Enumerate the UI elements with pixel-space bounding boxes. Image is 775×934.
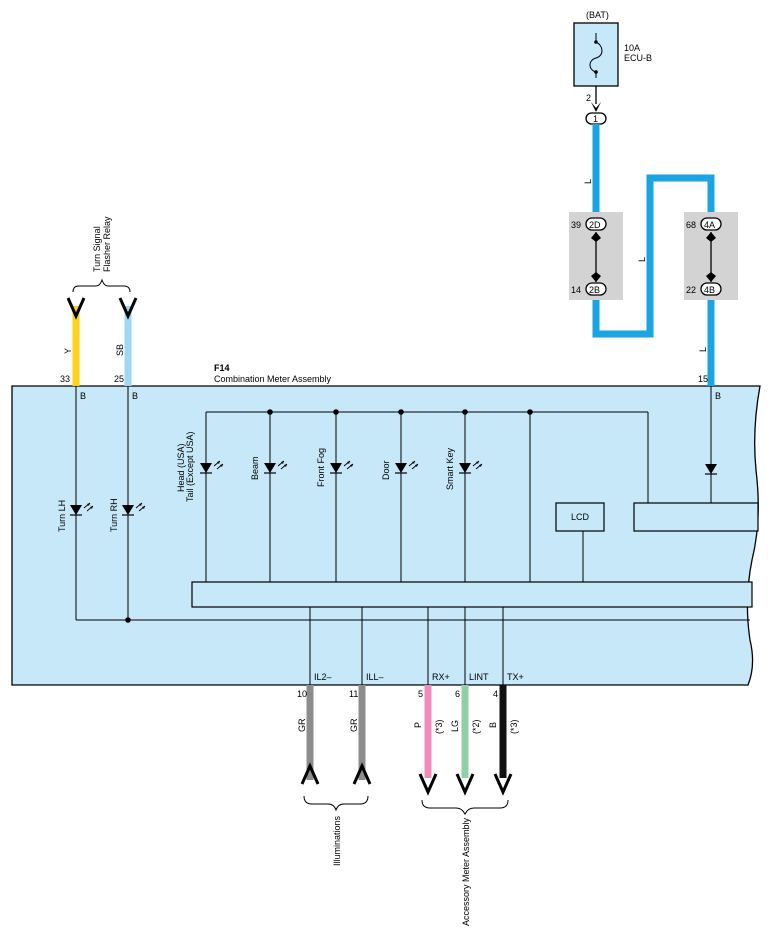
svg-text:Y: Y (63, 348, 73, 354)
svg-text:6: 6 (455, 689, 460, 699)
svg-text:2B: 2B (589, 285, 600, 295)
svg-text:TX+: TX+ (507, 672, 524, 682)
relay-line-1: Turn Signal (92, 226, 102, 272)
wire-l-2: L (637, 257, 647, 262)
label-head: Head (USA) (176, 443, 186, 492)
svg-text:RX+: RX+ (432, 672, 450, 682)
bat-label: (BAT) (586, 10, 609, 20)
wire-l-3: L (698, 347, 708, 352)
internal-wiring (75, 386, 750, 685)
plug-arrow-icon (418, 773, 438, 796)
fuse-rating: 10A (624, 43, 640, 53)
illum-brace (303, 795, 369, 812)
connector-1-label: 1 (593, 114, 598, 124)
dest-accessory: Accessory Meter Assembly (461, 817, 471, 926)
connector-2d (585, 217, 607, 231)
svg-text:(*2): (*2) (471, 719, 481, 734)
pin-arrow-icon (591, 102, 601, 112)
plug-arrow-icon (66, 297, 86, 320)
svg-text:P: P (413, 722, 423, 728)
svg-text:33: 33 (60, 374, 70, 384)
plug-arrow-icon (493, 773, 513, 796)
svg-text:39: 39 (571, 220, 581, 230)
connector-4b (700, 282, 722, 296)
fuse-icon (589, 33, 603, 78)
accessory-brace (421, 799, 509, 816)
svg-text:LINT: LINT (469, 672, 489, 682)
plug-arrow-icon (352, 762, 372, 785)
svg-text:GR: GR (349, 718, 359, 732)
relay-brace (72, 278, 131, 293)
svg-text:GR: GR (297, 718, 307, 732)
svg-text:ILL–: ILL– (366, 672, 384, 682)
fuse-pin: 2 (586, 93, 591, 103)
blue-wire-b (592, 174, 715, 338)
plug-arrow-icon (118, 297, 138, 320)
svg-text:11: 11 (349, 689, 358, 699)
svg-text:B: B (80, 391, 86, 401)
label-door: Door (381, 460, 391, 480)
svg-text:LG: LG (450, 720, 460, 732)
svg-text:68: 68 (686, 220, 696, 230)
label-smart-key: Smart Key (445, 447, 455, 490)
ecu-bar (191, 581, 753, 608)
svg-text:4B: 4B (704, 285, 715, 295)
wire-l-1: L (583, 179, 593, 184)
svg-text:B: B (488, 722, 498, 728)
meter-panel (11, 385, 761, 686)
lcd-label: LCD (571, 512, 590, 522)
svg-text:IL2–: IL2– (314, 672, 332, 682)
svg-text:(*3): (*3) (509, 719, 519, 734)
plug-arrow-icon (455, 773, 475, 796)
svg-text:14: 14 (571, 285, 581, 295)
pin-15: 15 (698, 374, 708, 384)
dest-illuminations: Illuminations (332, 815, 342, 866)
relay-line-2: Flasher Relay (102, 216, 112, 272)
svg-text:10: 10 (297, 689, 307, 699)
label-beam: Beam (250, 456, 260, 480)
label-tail: Tail (Except USA) (185, 431, 195, 502)
lcd-box (555, 502, 605, 532)
svg-text:22: 22 (686, 285, 696, 295)
svg-text:5: 5 (418, 689, 423, 699)
connector-2b (585, 282, 607, 296)
svg-text:B: B (715, 391, 721, 401)
meter-code: F14 (214, 363, 230, 373)
label-turn-rh: Turn RH (109, 498, 119, 532)
svg-text:4A: 4A (704, 220, 715, 230)
svg-text:SB: SB (115, 344, 125, 356)
driver-block (633, 502, 759, 532)
svg-text:2D: 2D (589, 220, 601, 230)
label-front-fog: Front Fog (316, 448, 326, 487)
label-turn-lh: Turn LH (57, 500, 67, 532)
plug-arrow-icon (300, 762, 320, 785)
svg-text:(*3): (*3) (434, 719, 444, 734)
diode-icon (705, 464, 717, 475)
svg-text:B: B (132, 391, 138, 401)
svg-text:25: 25 (114, 374, 124, 384)
meter-name: Combination Meter Assembly (214, 374, 332, 384)
fuse-name: ECU-B (624, 53, 652, 63)
svg-text:4: 4 (493, 689, 498, 699)
connector-4a (700, 217, 722, 231)
